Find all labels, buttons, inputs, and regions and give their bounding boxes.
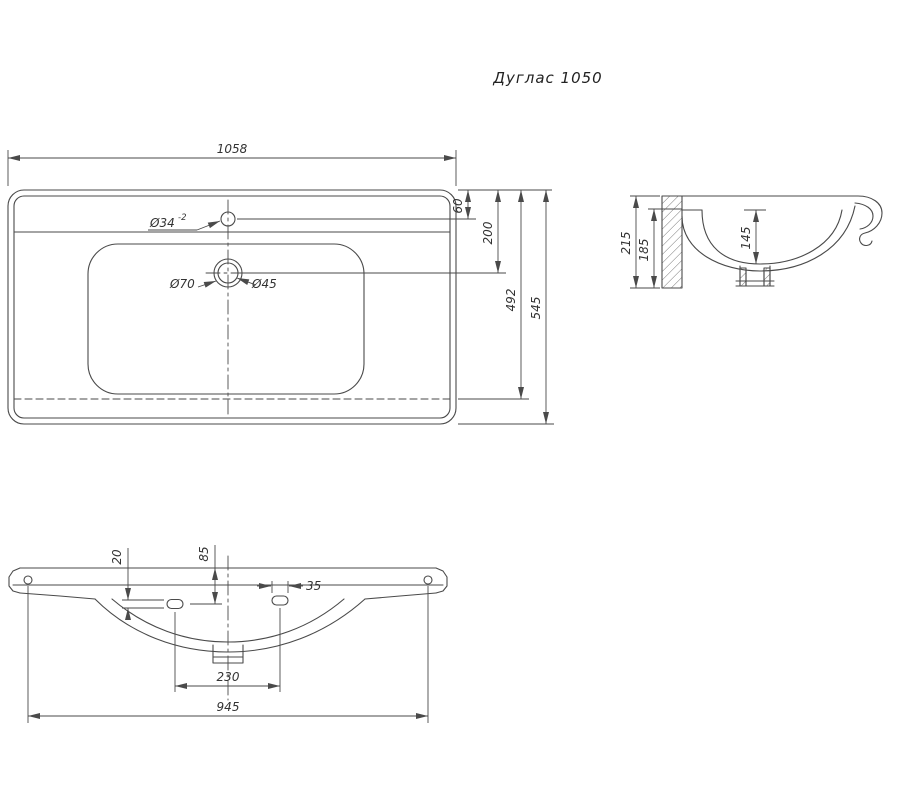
side-basin-inner-curve bbox=[701, 209, 843, 265]
side-back-wall-section bbox=[661, 195, 683, 289]
dim-drain-from-back: 200 bbox=[481, 221, 495, 244]
dim-faucet-from-back: 60 bbox=[451, 198, 465, 214]
dim-body-height: 185 bbox=[637, 239, 651, 262]
dim-overall-width: 1058 bbox=[217, 142, 248, 156]
side-front-lip-inner bbox=[854, 202, 874, 230]
label-drain-hole-dia: Ø45 bbox=[251, 277, 277, 291]
front-left-mounting-tab bbox=[8, 567, 21, 594]
top-view-inner-edge bbox=[13, 195, 451, 419]
top-view-basin-outline bbox=[87, 243, 365, 395]
label-drain-outer-dia: Ø70 bbox=[169, 277, 195, 291]
dim-overflow-hole-height: 20 bbox=[110, 549, 124, 565]
side-view-dimensions: 215 185 145 bbox=[619, 195, 766, 289]
top-view-outer-edge bbox=[7, 189, 457, 425]
dim-mounting-holes-span: 945 bbox=[217, 700, 240, 714]
side-front-lip-outer bbox=[857, 195, 883, 246]
right-overflow-hole bbox=[271, 595, 289, 606]
dim-basin-depth: 145 bbox=[739, 227, 753, 250]
top-view bbox=[7, 189, 457, 425]
front-apron-arc-outer bbox=[94, 598, 366, 653]
left-mounting-hole bbox=[23, 575, 33, 585]
faucet-hole bbox=[220, 211, 236, 227]
side-basin-outer-curve bbox=[681, 205, 856, 272]
dim-overall-depth: 545 bbox=[529, 297, 543, 320]
front-view-dimensions: 20 85 35 230 945 bbox=[27, 545, 429, 723]
drawing-title: Дуглас 1050 bbox=[492, 69, 602, 87]
top-view-dimensions: 1058 60 200 492 545 Ø34 -2 Ø70 Ø45 bbox=[7, 142, 554, 425]
front-bottom-right bbox=[364, 592, 437, 600]
label-faucet-hole-tolerance: -2 bbox=[178, 213, 186, 223]
right-mounting-hole bbox=[423, 575, 433, 585]
front-view bbox=[8, 555, 448, 701]
dim-basin-back-to-front: 492 bbox=[504, 289, 518, 312]
dim-overflow-hole-width: 35 bbox=[306, 579, 321, 593]
dim-total-height: 215 bbox=[619, 232, 633, 255]
left-overflow-hole bbox=[166, 598, 184, 610]
dim-recess-width: 230 bbox=[217, 670, 240, 684]
label-faucet-hole-dia: Ø34 bbox=[149, 216, 175, 230]
front-bottom-left bbox=[19, 592, 96, 600]
front-right-mounting-tab bbox=[435, 567, 448, 594]
dim-overflow-center-from-top: 85 bbox=[197, 546, 211, 561]
side-view bbox=[661, 195, 883, 289]
